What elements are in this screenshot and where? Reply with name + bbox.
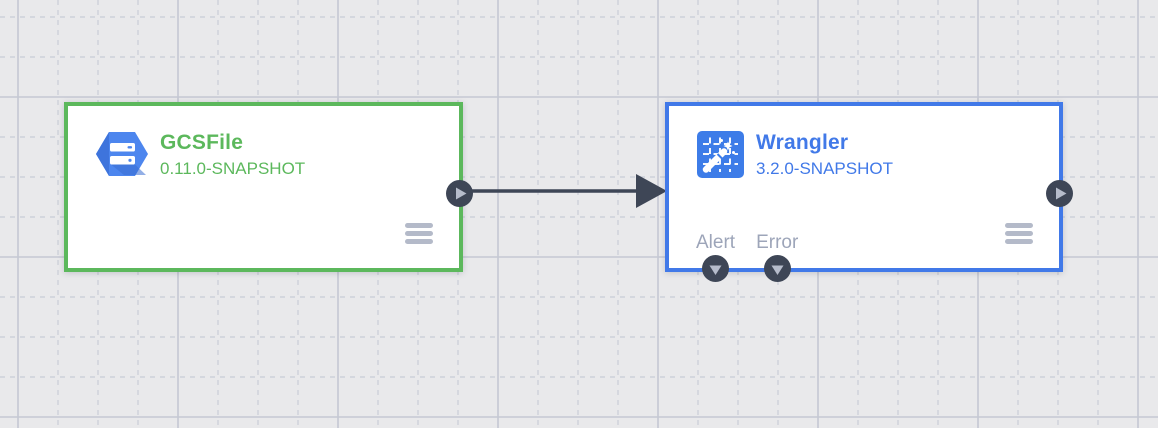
node-title: GCSFile	[160, 131, 244, 154]
play-icon	[456, 187, 467, 200]
play-icon	[1056, 187, 1067, 200]
gcs-storage-icon	[96, 132, 148, 176]
node-titles: Wrangler 3.2.0-SNAPSHOT	[756, 130, 893, 179]
output-port[interactable]	[446, 180, 473, 207]
alert-port[interactable]	[702, 255, 730, 282]
hamburger-menu-icon[interactable]	[1003, 221, 1035, 246]
node-titles: GCSFile 0.11.0-SNAPSHOT	[160, 130, 305, 179]
error-port-label: Error	[756, 232, 799, 253]
alert-port-group: Alert	[696, 232, 735, 282]
hamburger-menu-icon[interactable]	[403, 221, 435, 246]
node-title: Wrangler	[756, 131, 849, 154]
wrangler-magic-wand-icon	[697, 131, 744, 178]
triangle-down-icon	[709, 265, 722, 275]
alert-port-label: Alert	[696, 232, 736, 253]
node-header: GCSFile 0.11.0-SNAPSHOT	[68, 106, 459, 179]
bottom-ports: Alert Error	[696, 232, 798, 282]
node-gcsfile[interactable]: GCSFile 0.11.0-SNAPSHOT	[64, 102, 473, 272]
output-port[interactable]	[1046, 180, 1073, 207]
node-wrangler[interactable]: Wrangler 3.2.0-SNAPSHOT Alert Error	[665, 102, 1073, 282]
triangle-down-icon	[771, 265, 784, 275]
error-port-group: Error	[756, 232, 798, 282]
node-version: 0.11.0-SNAPSHOT	[160, 159, 306, 178]
error-port[interactable]	[763, 255, 791, 282]
node-version: 3.2.0-SNAPSHOT	[756, 159, 893, 178]
node-header: Wrangler 3.2.0-SNAPSHOT	[669, 106, 1059, 179]
